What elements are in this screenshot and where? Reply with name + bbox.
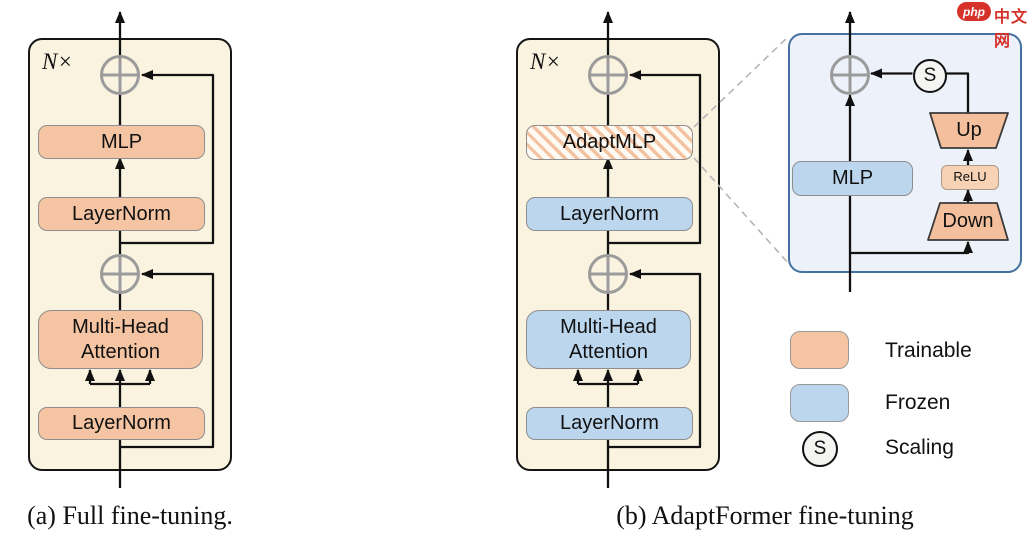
multi-head-attention-box-a: Multi-Head Attention: [38, 310, 203, 369]
php-logo-badge: php: [957, 2, 991, 21]
relu-box: ReLU: [941, 165, 999, 190]
legend-trainable-swatch: [790, 331, 849, 369]
legend-scaling-label: Scaling: [885, 436, 954, 459]
watermark-site-name: 中文网: [994, 9, 1029, 50]
layernorm-top-box-a: LayerNorm: [38, 197, 205, 231]
legend-frozen-swatch: [790, 384, 849, 422]
up-projection-label: Up: [956, 119, 982, 141]
caption-a: (a) Full fine-tuning.: [27, 501, 233, 530]
layernorm-bottom-box-b: LayerNorm: [526, 407, 693, 440]
down-projection-label: Down: [942, 210, 994, 232]
multi-head-attention-box-b: Multi-Head Attention: [526, 310, 691, 369]
repeat-count-label-b: N×: [530, 49, 561, 74]
legend-frozen-label: Frozen: [885, 391, 951, 414]
layernorm-bottom-box-a: LayerNorm: [38, 407, 205, 440]
mlp-box-a: MLP: [38, 125, 205, 159]
legend-trainable-label: Trainable: [885, 339, 972, 362]
legend-scaling-icon: S: [802, 431, 838, 467]
detail-scaling-icon: S: [913, 59, 947, 93]
adaptmlp-box: AdaptMLP: [526, 125, 693, 160]
repeat-count-label-a: N×: [42, 49, 73, 74]
detail-mlp-box: MLP: [792, 161, 913, 196]
layernorm-top-box-b: LayerNorm: [526, 197, 693, 231]
caption-b: (b) AdaptFormer fine-tuning: [616, 501, 914, 530]
